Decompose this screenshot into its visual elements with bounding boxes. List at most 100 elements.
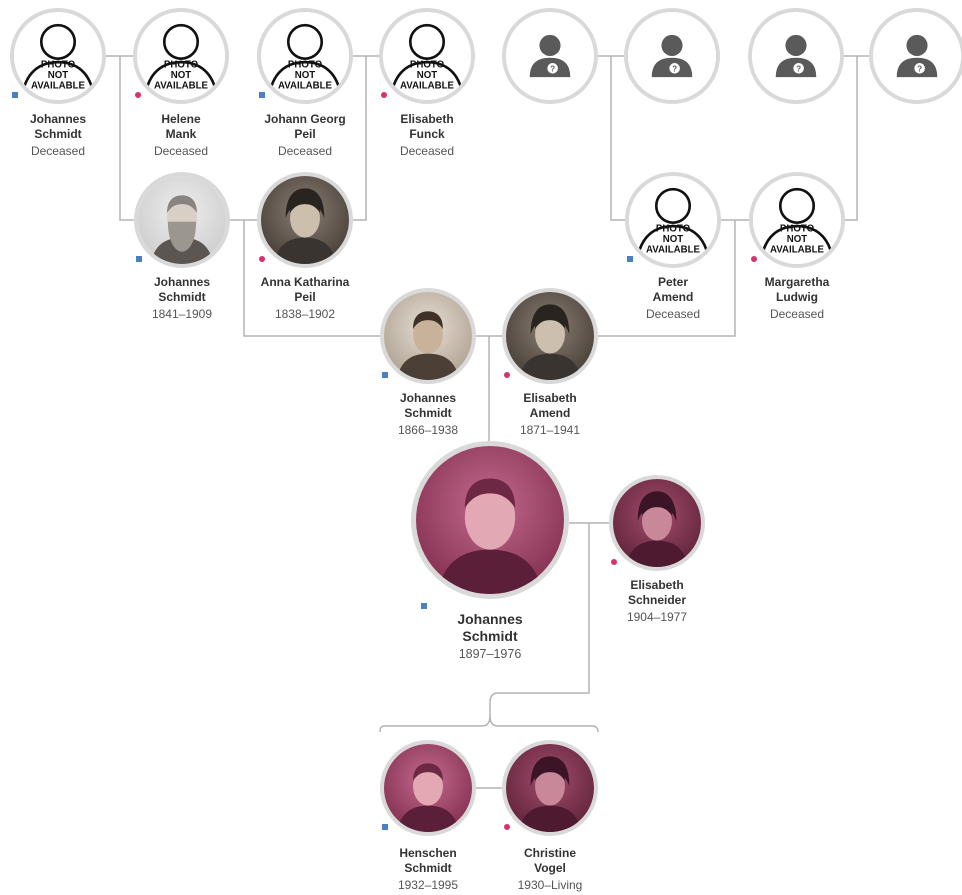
photo-not-available-icon[interactable]: PHOTO NOT AVAILABLE xyxy=(257,8,353,104)
portrait-photo[interactable] xyxy=(609,475,705,571)
parent-link-gp3 xyxy=(610,56,625,221)
male-marker xyxy=(259,92,265,98)
person-name-line: Anna Katharina xyxy=(260,275,350,289)
person-name-line: Schneider xyxy=(627,592,687,607)
person-name-line: Amend xyxy=(652,289,694,304)
person-name-line: Elisabeth xyxy=(400,112,454,126)
person-name-line: Funck xyxy=(409,126,445,141)
female-marker xyxy=(751,256,757,262)
photo-not-available-icon[interactable]: PHOTO NOT AVAILABLE xyxy=(10,8,106,104)
unknown-person-icon[interactable]: ? xyxy=(869,8,962,104)
female-marker xyxy=(611,559,617,565)
photo-not-available-icon[interactable]: PHOTO NOT AVAILABLE xyxy=(379,8,475,104)
svg-text:AVAILABLE: AVAILABLE xyxy=(770,245,824,256)
person-name-line: Peter xyxy=(657,275,689,289)
person-card-u4[interactable]: ? xyxy=(842,8,962,104)
portrait-photo[interactable] xyxy=(502,288,598,384)
photo-not-available-icon[interactable]: PHOTO NOT AVAILABLE xyxy=(625,172,721,268)
female-marker xyxy=(504,372,510,378)
person-name-line: Henschen xyxy=(399,846,457,860)
svg-text:PHOTO: PHOTO xyxy=(780,223,815,234)
person-card-u1[interactable]: ? xyxy=(475,8,625,104)
female-marker xyxy=(135,92,141,98)
svg-text:PHOTO: PHOTO xyxy=(656,223,691,234)
person-dates: Deceased xyxy=(399,144,455,158)
parent-link-gp1 xyxy=(119,56,134,221)
person-name-line: Elisabeth xyxy=(523,391,577,405)
person-name-line: Helene xyxy=(161,112,201,126)
unknown-person-icon[interactable]: ? xyxy=(502,8,598,104)
portrait-photo[interactable] xyxy=(380,740,476,836)
svg-text:NOT: NOT xyxy=(171,70,192,81)
person-card-u2[interactable]: ? xyxy=(597,8,747,104)
svg-text:NOT: NOT xyxy=(48,70,69,81)
person-dates: Deceased xyxy=(277,144,333,158)
male-marker xyxy=(382,824,388,830)
person-name-line: Vogel xyxy=(534,860,566,875)
svg-text:?: ? xyxy=(917,64,922,73)
portrait-photo[interactable] xyxy=(134,172,230,268)
portrait-photo[interactable] xyxy=(257,172,353,268)
portrait-photo[interactable] xyxy=(502,740,598,836)
svg-text:AVAILABLE: AVAILABLE xyxy=(278,81,332,92)
male-marker xyxy=(382,372,388,378)
svg-text:AVAILABLE: AVAILABLE xyxy=(31,81,85,92)
person-name-line: Schmidt xyxy=(34,126,82,141)
person-dates: 1871–1941 xyxy=(519,423,581,437)
person-name-line: Johannes xyxy=(153,275,210,289)
person-name-line: Johannes xyxy=(457,611,523,627)
svg-text:NOT: NOT xyxy=(417,70,438,81)
photo-not-available-icon[interactable]: PHOTO NOT AVAILABLE xyxy=(133,8,229,104)
female-marker xyxy=(259,256,265,262)
person-dates: Deceased xyxy=(30,144,86,158)
person-card-u3[interactable]: ? xyxy=(721,8,871,104)
person-dates: 1897–1976 xyxy=(458,647,522,661)
person-dates: 1841–1909 xyxy=(151,307,213,321)
svg-text:?: ? xyxy=(796,64,801,73)
person-dates: Deceased xyxy=(153,144,209,158)
parent-link-gp4 xyxy=(845,56,858,221)
person-name-line: Amend xyxy=(529,405,571,420)
male-marker xyxy=(12,92,18,98)
unknown-person-icon[interactable]: ? xyxy=(748,8,844,104)
person-name-line: Christine xyxy=(523,846,576,860)
portrait-photo[interactable] xyxy=(380,288,476,384)
person-name-line: Schmidt xyxy=(462,628,518,644)
male-marker xyxy=(136,256,142,262)
unknown-person-icon[interactable]: ? xyxy=(624,8,720,104)
person-dates: 1904–1977 xyxy=(626,610,688,624)
svg-text:PHOTO: PHOTO xyxy=(410,59,445,70)
portrait-photo[interactable] xyxy=(411,441,569,599)
svg-text:AVAILABLE: AVAILABLE xyxy=(646,245,700,256)
person-name-line: Johannes xyxy=(29,112,86,126)
svg-text:PHOTO: PHOTO xyxy=(288,59,323,70)
photo-not-available-icon[interactable]: PHOTO NOT AVAILABLE xyxy=(749,172,845,268)
person-dates: 1932–1995 xyxy=(397,878,459,892)
svg-text:AVAILABLE: AVAILABLE xyxy=(154,81,208,92)
